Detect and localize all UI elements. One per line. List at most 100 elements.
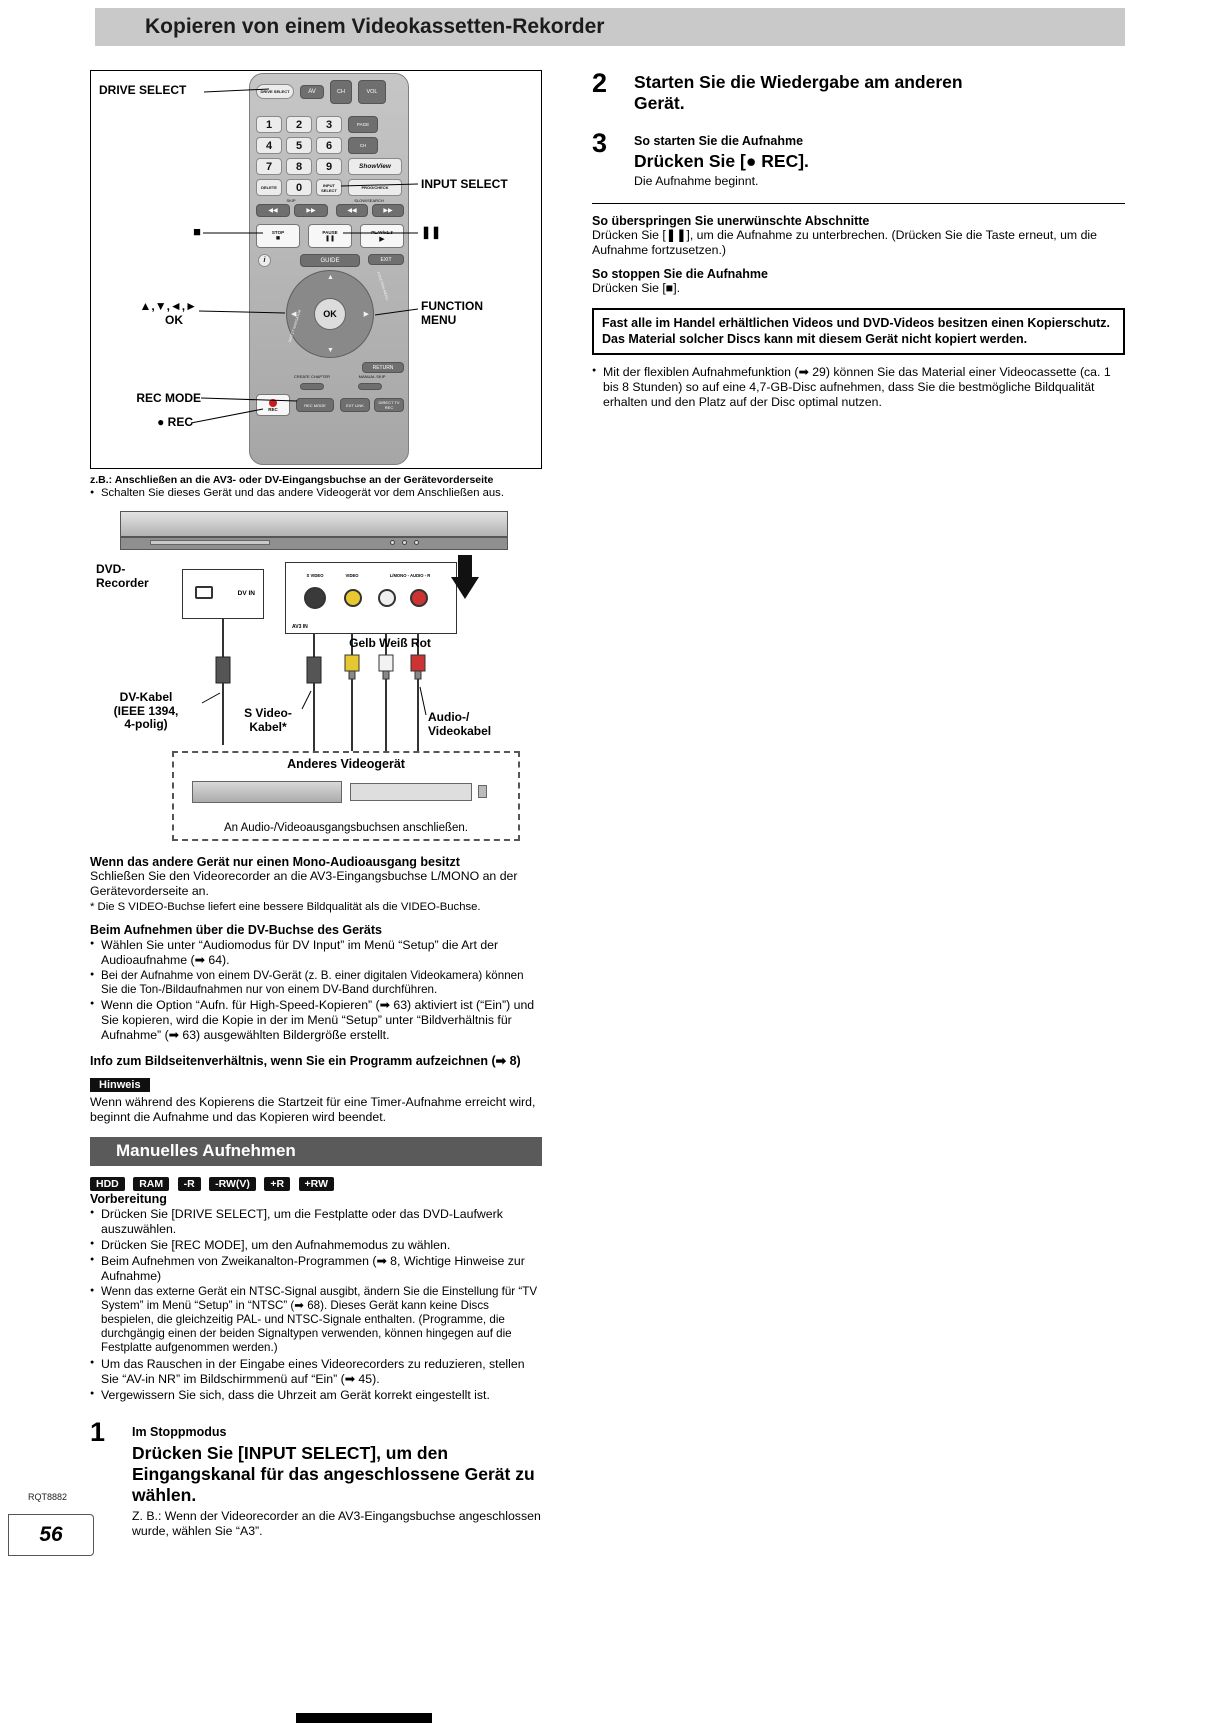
copy-protection-box: Fast alle im Handel erhältlichen Videos … (592, 308, 1125, 356)
recorder-body-graphic (120, 510, 508, 537)
nav-up-icon: ▲ (327, 274, 334, 281)
remote-drive-select-button: DRIVE SELECT (256, 84, 294, 99)
mono-body: Schließen Sie den Videorecorder an die A… (90, 868, 518, 898)
remote-skip-fwd-button: ▶▶ (294, 204, 328, 217)
video-jack-label: VIDEO (345, 572, 359, 578)
callout-function-menu: FUNCTION MENU (421, 299, 483, 327)
remote-digit-3: 3 (316, 116, 342, 133)
section-header-manuelles-aufnehmen: Manuelles Aufnehmen (90, 1136, 542, 1166)
remote-rec-button: REC (256, 394, 290, 416)
callout-drive-select: DRIVE SELECT (99, 83, 187, 97)
remote-showview-button: ShowView (348, 158, 402, 175)
other-device-knob (478, 784, 487, 798)
audio-r-jack-icon (410, 588, 428, 607)
s-video-jack-label: S VIDEO (306, 572, 324, 578)
step-1: 1 Im Stoppmodus Drücken Sie [INPUT SELEC… (90, 1418, 542, 1539)
s-video-footnote: * Die S VIDEO-Buchse liefert eine besser… (90, 900, 481, 913)
badge-plusrw: +RW (298, 1176, 334, 1191)
step-2: 2 Starten Sie die Wiedergabe am anderen … (592, 70, 1125, 114)
callout-arrows-ok: ▲,▼,◄,► OK (95, 299, 197, 327)
remote-delete-button: DELETE (256, 179, 282, 196)
remote-guide-button: GUIDE (300, 254, 360, 267)
video-jack-icon (344, 588, 362, 607)
step-2-number: 2 (592, 68, 608, 98)
dv-section-heading: Beim Aufnehmen über die DV-Buchse des Ge… (90, 922, 382, 937)
remote-skip-back-button: ◀◀ (256, 204, 290, 217)
remote-digit-8: 8 (286, 158, 312, 175)
prep-bullet-3: Beim Aufnehmen von Zweikanalton-Programm… (90, 1254, 542, 1284)
other-device-box: Anderes Videogerät An Audio-/Videoausgan… (172, 750, 520, 841)
callout-arrows: ▲,▼,◄,► (139, 299, 197, 313)
prep-bullet-2: Drücken Sie [REC MODE], um den Aufnahmem… (90, 1238, 542, 1253)
callout-rec: ● REC (157, 415, 193, 429)
av-cable-label-line1: Audio-/ (428, 709, 470, 724)
aspect-info: Info zum Bildseitenverhältnis, wenn Sie … (90, 1053, 521, 1068)
callout-stop: ■ (193, 224, 201, 239)
remote-slow-back-button: ◀◀ (336, 204, 368, 217)
skip-text: Drücken Sie [❚❚], um die Aufnahme zu unt… (592, 228, 1098, 257)
dv-in-label: DV IN (237, 589, 255, 597)
dvd-recorder-label-line2: Recorder (96, 575, 149, 590)
dv-bullet-1: Wählen Sie unter “Audiomodus für DV Inpu… (90, 938, 542, 968)
remote-digit-6: 6 (316, 137, 342, 154)
prep-bullet-1: Drücken Sie [DRIVE SELECT], um die Festp… (90, 1207, 542, 1237)
skip-heading: So überspringen Sie unerwünschte Abschni… (592, 214, 870, 228)
remote-play-button: PLAY/x1.3 ▶ (360, 224, 404, 248)
s-video-cable-label-line2: Kabel* (249, 719, 287, 734)
remote-input-select-button: INPUT SELECT (316, 179, 342, 196)
other-device-graphic-2 (350, 782, 472, 801)
play-icon: ▶ (379, 235, 385, 243)
remote-stop-label: STOP (271, 230, 285, 235)
stop-icon: ■ (275, 235, 281, 242)
remote-digit-5: 5 (286, 137, 312, 154)
nav-down-icon: ▼ (327, 347, 334, 354)
remote-vol-button: VOL (358, 80, 386, 104)
plug-colors-label: Gelb Weiß Rot (349, 635, 431, 650)
binding-mark (296, 1713, 432, 1723)
audio-l-jack-icon (378, 588, 396, 607)
step-2-action: Starten Sie die Wiedergabe am anderen Ge… (634, 72, 963, 113)
remote-slow-search-label: SLOW/SEARCH (354, 198, 384, 203)
pause-icon: ❚❚ (324, 236, 336, 242)
recorder-front-jack-1 (390, 539, 395, 545)
power-off-note: Schalten Sie dieses Gerät und das andere… (90, 487, 542, 501)
recorder-tray-graphic (150, 539, 270, 545)
flexible-note: Mit der flexiblen Aufnahmefunktion (➡ 29… (592, 365, 1125, 410)
s-video-jack-icon (304, 586, 326, 609)
av3-inset: S VIDEO VIDEO L/MONO - AUDIO - R AV3 IN (285, 561, 457, 634)
page-title: Kopieren von einem Videokassetten-Rekord… (145, 15, 605, 38)
right-column: 2 Starten Sie die Wiedergabe am anderen … (592, 70, 1125, 410)
dvd-recorder-label-line1: DVD- (96, 561, 126, 576)
remote-digit-9: 9 (316, 158, 342, 175)
s-video-plug-icon (306, 656, 322, 684)
stop-heading: So stoppen Sie die Aufnahme (592, 267, 768, 281)
dv-cable-label-line1: DV-Kabel (119, 689, 173, 704)
remote-function-menu-label: FUNCTION MENU (376, 271, 390, 301)
step-3-number: 3 (592, 128, 608, 158)
left-column: DRIVE SELECT AV CH VOL 1 2 3 4 5 6 7 8 9… (90, 70, 542, 1539)
recorder-front-jack-2 (402, 539, 407, 545)
section-divider (592, 203, 1125, 204)
stop-text: Drücken Sie [■]. (592, 281, 681, 295)
prep-bullet-6: Vergewissern Sie sich, dass die Uhrzeit … (90, 1388, 542, 1403)
remote-slow-fwd-button: ▶▶ (372, 204, 404, 217)
av-cable-label-line2: Videokabel (428, 723, 492, 738)
av3-in-label: AV3 IN (292, 623, 308, 630)
rec-dot-icon (269, 398, 277, 407)
recorder-front-jack-3 (414, 539, 419, 545)
remote-ext-link-button: EXT LINK (340, 398, 370, 412)
connection-diagram: DVD- Recorder DV IN S VIDEO VIDEO L/MONO… (90, 507, 542, 847)
badge-r: -R (177, 1176, 201, 1191)
remote-diagram: DRIVE SELECT AV CH VOL 1 2 3 4 5 6 7 8 9… (90, 70, 542, 469)
hinweis-badge: Hinweis (90, 1077, 150, 1092)
remote-pause-button: PAUSE ❚❚ (308, 224, 352, 248)
remote-stop-button: STOP ■ (256, 224, 300, 248)
connect-note: An Audio-/Videoausgangsbuchsen anschließ… (223, 821, 469, 834)
prep-label: Vorbereitung (90, 1191, 167, 1206)
badge-rwv: -RW(V) (209, 1176, 256, 1191)
yellow-plug-icon (344, 654, 360, 672)
remote-page-button: PAGE (348, 116, 378, 133)
av-cable-label: Audio-/ Videokabel (428, 709, 538, 739)
remote-manual-skip-button (358, 383, 382, 390)
remote-skip-label: SKIP (286, 198, 296, 203)
